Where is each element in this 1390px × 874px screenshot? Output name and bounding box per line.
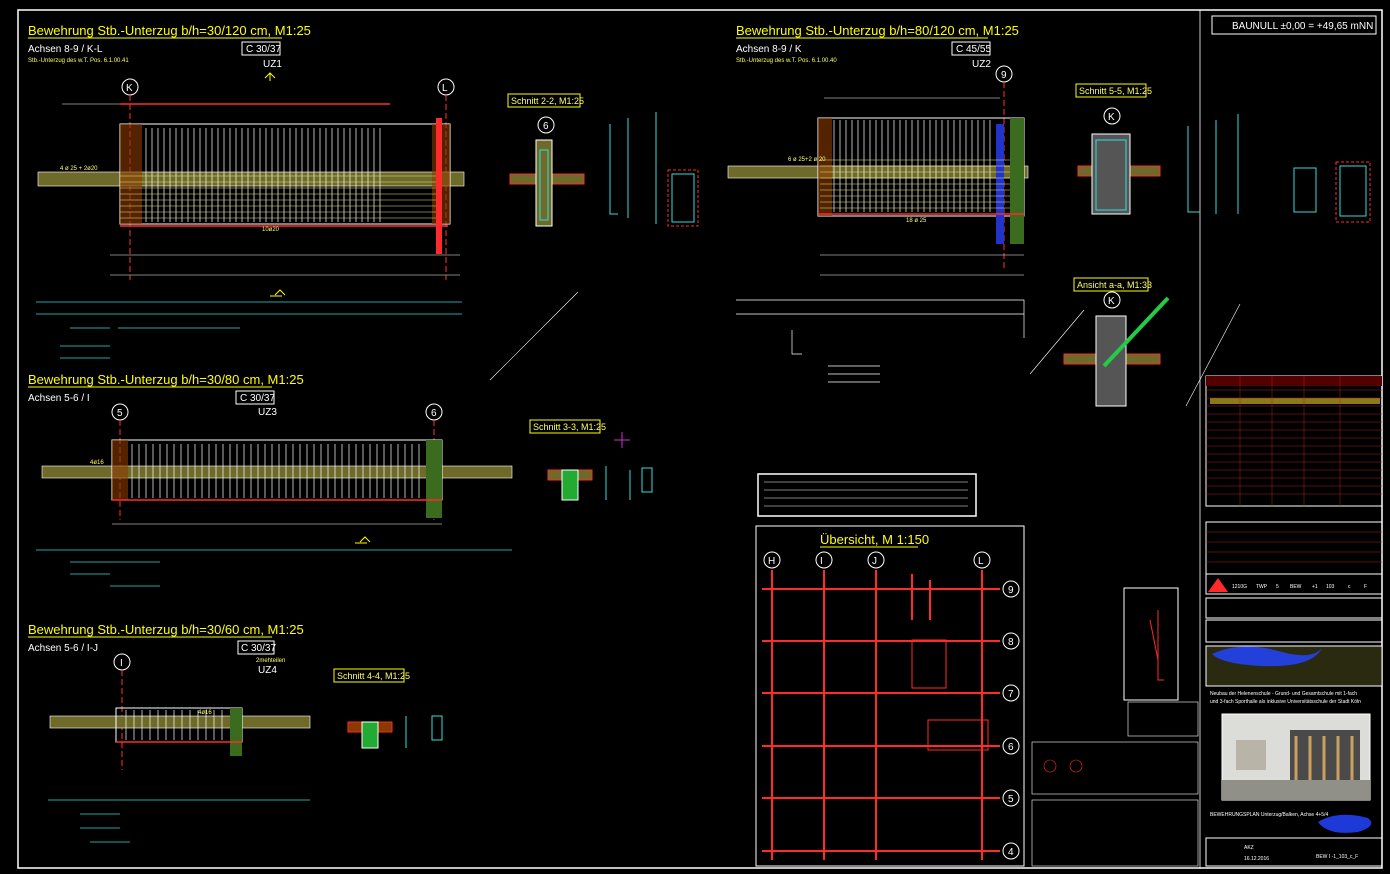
axis-bubble-label: K — [1108, 112, 1115, 123]
detail-box — [1123, 587, 1179, 701]
beam-title: Bewehrung Stb.-Unterzug b/h=80/120 cm, M… — [736, 23, 1019, 38]
axis-bubble — [1002, 789, 1020, 807]
concrete-class: C 30/37 — [240, 393, 275, 404]
index-code-cell: 5 — [1276, 584, 1279, 590]
index-code-cell: c — [1348, 584, 1351, 590]
sheet-frame — [17, 9, 1383, 869]
title-block: 1210G TWP 5 BEW +1 103 c F Neubau der Helenensc… — [1205, 375, 1383, 867]
axis-bubble-label: 6 — [543, 121, 549, 132]
rebar-label: 4 ø 25 + 2ø20 — [60, 166, 98, 172]
beam-axes: Achsen 5-6 / I-J — [28, 643, 98, 654]
baunull-box: BAUNULL ±0,00 = +49,65 mNN — [1211, 15, 1377, 35]
view-a-a: Ansicht a-a, M1:33 K — [1029, 277, 1241, 407]
axis-bubble-label: K — [1108, 296, 1115, 307]
section-3-3: Schnitt 3-3, M1:25 — [529, 419, 653, 501]
beam-uz1: Bewehrung Stb.-Unterzug b/h=30/120 cm, M… — [28, 23, 579, 381]
axis-bubble — [1002, 632, 1020, 650]
rebar-label: 6 ø 25+2 ø 20 — [788, 157, 826, 163]
section-5-5: Schnitt 5-5, M1:25 K — [1075, 83, 1371, 223]
legend-tables — [1031, 701, 1199, 867]
beam-tag: UZ2 — [972, 59, 991, 70]
index-code-cell: BEW — [1290, 584, 1302, 590]
axis-bubble-label: 6 — [1008, 742, 1014, 753]
beam-tag: UZ1 — [263, 59, 282, 70]
axis-bubble-label: 9 — [1008, 585, 1014, 596]
rebar-label: 4ø16 — [90, 460, 104, 466]
index-code-cell: F — [1364, 584, 1367, 590]
axis-bubble-label: I — [820, 556, 823, 567]
axis-bubble — [815, 551, 833, 569]
rebar-label: 10ø20 — [262, 227, 280, 233]
section-label: Schnitt 3-3, M1:25 — [533, 422, 606, 432]
axis-bubble-label: L — [978, 556, 984, 567]
section-4-4: Schnitt 4-4, M1:25 — [333, 668, 443, 749]
axis-bubble-label: 5 — [1008, 794, 1014, 805]
project-line-2: und 3-fach Sporthalle als inklusive Univ… — [1210, 699, 1361, 705]
section-label: Schnitt 5-5, M1:25 — [1079, 86, 1152, 96]
beam-axes: Achsen 8-9 / K — [736, 44, 802, 55]
general-note-box — [757, 473, 977, 517]
date-field: 16.12.2016 — [1244, 856, 1269, 862]
beam-title: Bewehrung Stb.-Unterzug b/h=30/120 cm, M… — [28, 23, 311, 38]
concrete-class: C 45/55 — [956, 44, 991, 55]
beam-tag: UZ3 — [258, 407, 277, 418]
axis-bubble — [763, 551, 781, 569]
beam-note: Stb.-Unterzug des w.T. Pos. 6.1.00.41 — [28, 58, 129, 64]
index-code-cell: +1 — [1312, 584, 1318, 590]
axis-bubble-label: 7 — [1008, 689, 1014, 700]
drawing-number: BEW I -1_103_c_F — [1316, 854, 1358, 860]
beam-axes: Achsen 8-9 / K-L — [28, 44, 103, 55]
section-label: Schnitt 2-2, M1:25 — [511, 96, 584, 106]
redacted-scribble — [1212, 646, 1322, 667]
beam-title: Bewehrung Stb.-Unterzug b/h=30/60 cm, M1… — [28, 622, 304, 637]
axis-bubble-label: H — [768, 556, 775, 567]
section-label: Schnitt 4-4, M1:25 — [337, 671, 410, 681]
axis-bubble-label: L — [442, 83, 448, 94]
axis-bubble-label: J — [872, 556, 877, 567]
index-code-cell: TWP — [1256, 584, 1268, 590]
concrete-class: C 30/37 — [241, 643, 276, 654]
axis-bubble-label: 6 — [431, 408, 437, 419]
plan-type: BEWEHRUNGSPLAN Unterzug/Balken, Achse 4+… — [1210, 812, 1328, 818]
beam-tag: UZ4 — [258, 665, 277, 676]
axis-bubble — [867, 551, 885, 569]
axis-bubble — [1002, 684, 1020, 702]
axis-bubble-label: 4 — [1008, 847, 1014, 858]
beam-title: Bewehrung Stb.-Unterzug b/h=30/80 cm, M1… — [28, 372, 304, 387]
axis-bubble-label: 8 — [1008, 637, 1014, 648]
beam-axes: Achsen 5-6 / I — [28, 393, 90, 404]
axis-bubble-label: 9 — [1001, 70, 1007, 81]
concrete-class: C 30/37 — [246, 44, 281, 55]
axis-bubble-label: 5 — [117, 408, 123, 419]
section-2-2: Schnitt 2-2, M1:25 6 — [507, 93, 699, 227]
index-code-cell: 1210G — [1232, 584, 1247, 590]
overview-plan: Übersicht, M 1:150 H I J L 9 8 7 6 5 4 — [755, 525, 1025, 867]
project-line-1: Neubau der Helenenschule - Grund- und Ge… — [1210, 691, 1357, 697]
beam-note: Stb.-Unterzug des w.T. Pos. 6.1.00.40 — [736, 58, 837, 64]
index-code-cell: 103 — [1326, 584, 1335, 590]
axis-bubble — [1002, 842, 1020, 860]
beam-uz2: Bewehrung Stb.-Unterzug b/h=80/120 cm, M… — [727, 23, 1029, 383]
axis-bubble — [973, 551, 991, 569]
baunull-text: BAUNULL ±0,00 = +49,65 mNN — [1232, 21, 1373, 32]
beam-uz3: Bewehrung Stb.-Unterzug b/h=30/80 cm, M1… — [28, 372, 513, 587]
beam-uz4: Bewehrung Stb.-Unterzug b/h=30/60 cm, M1… — [28, 622, 311, 843]
section-label: Ansicht a-a, M1:33 — [1077, 280, 1152, 290]
beam-subnote: 2mehteilen — [256, 658, 285, 664]
axis-bubble — [1002, 737, 1020, 755]
axis-bubble — [1002, 580, 1020, 598]
axis-bubble-label: K — [126, 83, 133, 94]
overview-title: Übersicht, M 1:150 — [820, 532, 929, 547]
rebar-label: 4ø16 — [198, 710, 212, 716]
axis-bubble-label: I — [120, 658, 123, 669]
rebar-label: 18 ø 25 — [906, 218, 927, 224]
scale-field: AKZ — [1244, 845, 1254, 851]
